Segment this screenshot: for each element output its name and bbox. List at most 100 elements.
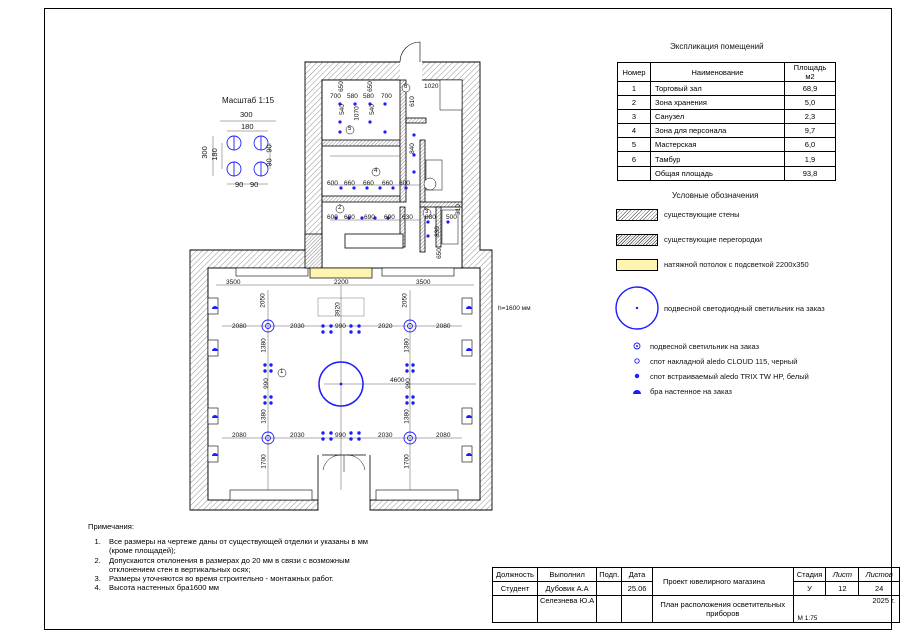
room-name: Мастерская: [650, 137, 785, 153]
room-number-markers: [277, 83, 432, 378]
dimension: 630: [402, 214, 413, 221]
stamp-header: Стадия: [792, 567, 827, 582]
dimension: 990: [404, 378, 412, 389]
room-no: 1: [617, 80, 651, 97]
legend-swatch-ceiling: [616, 259, 658, 271]
dimension: 600: [399, 180, 410, 187]
detail-dim: 300: [199, 146, 209, 159]
room-no: 2: [617, 95, 651, 111]
spot-detail: [226, 135, 269, 177]
dimension: 4600: [390, 377, 405, 384]
detail-dim: 90: [264, 158, 274, 167]
room-area: 5,0: [784, 95, 836, 111]
height-note: h=1600 мм: [498, 305, 531, 312]
stamp-header: Выполнил: [536, 567, 598, 582]
room-area: 2,3: [784, 109, 836, 125]
dimension: 660: [363, 180, 374, 187]
detail-dim: 180: [209, 148, 219, 161]
detail-dim: 90: [250, 180, 259, 189]
empty-cell: [492, 595, 538, 623]
room-no: 3: [617, 109, 651, 125]
scale-value: М 1:75: [797, 615, 818, 622]
table-header-row: Номер Наименование Площадь м2: [617, 62, 836, 82]
explication-title: Экспликация помещений: [670, 42, 764, 51]
dimension: 500: [446, 214, 457, 221]
partitions: [304, 79, 463, 269]
legend-symbols: [615, 286, 659, 394]
dimension: 1700: [260, 454, 268, 469]
note-item: Допускаются отклонения в размерах до 20 …: [103, 556, 379, 574]
date-value: 25.06: [621, 581, 653, 596]
drawing-name: План расположения осветительных приборов: [651, 595, 794, 623]
dimension: 540: [368, 104, 376, 115]
dimension: 690: [344, 214, 355, 221]
legend-label: подвесной светильник на заказ: [650, 342, 760, 351]
room-name: Тамбур: [650, 151, 785, 167]
note-item: Высота настенных бра1600 мм: [103, 583, 379, 592]
dimension: 3500: [416, 279, 431, 286]
room-name: Торговый зал: [650, 80, 785, 97]
dimension: 2080: [436, 323, 451, 330]
author-name: Дубовик А.А: [536, 581, 598, 596]
room-number: 6: [404, 84, 408, 90]
notes-title: Примечания:: [88, 522, 134, 531]
wall-sconces: [212, 306, 472, 456]
stretch-ceiling: [309, 267, 373, 279]
stamp-header: Дата: [621, 567, 653, 582]
room-name: Общая площадь: [650, 165, 785, 181]
dimension: 650: [366, 81, 374, 92]
drawing-frame: [44, 8, 892, 630]
dimension: 700: [381, 93, 392, 100]
dimension: 600: [327, 180, 338, 187]
room-no: 5: [617, 137, 651, 153]
room-name: Санузел: [650, 109, 785, 125]
year-scale-cell: 2025 г. М 1:75: [792, 595, 900, 623]
dimension: 2030: [378, 432, 393, 439]
title-block: Должность Выполнил Подп. Дата Проект юве…: [492, 567, 900, 623]
room-name: Зона для персонала: [650, 123, 785, 139]
stamp-header: Подп.: [596, 567, 623, 582]
dimension: 3500: [226, 279, 241, 286]
column-header: Номер: [617, 62, 651, 82]
room-number: 3: [425, 209, 429, 215]
dimension: 690: [384, 214, 395, 221]
room-area: 9,7: [784, 123, 836, 139]
dimension: 610: [408, 96, 416, 107]
dimension: 650: [337, 81, 345, 92]
room-number: 1: [280, 369, 284, 375]
dimension: 3920: [334, 302, 342, 317]
dimension: 650: [435, 248, 443, 259]
legend-swatch-walls: [616, 209, 658, 221]
year-value: 2025 г.: [872, 596, 895, 605]
dimension: 1380: [260, 409, 268, 424]
dimension: 1700: [403, 454, 411, 469]
column-header: Площадь м2: [784, 62, 836, 82]
checker-name: Селезнева Ю.А: [536, 595, 598, 623]
dimension: 1020: [424, 83, 439, 90]
room-number: 5: [348, 126, 352, 132]
room-number: 4: [374, 168, 378, 174]
dimension: 2050: [401, 293, 409, 308]
note-item: Все размеры на чертеже даны от существую…: [103, 537, 379, 555]
stamp-header: Листов: [858, 567, 900, 582]
dimension: 540: [338, 104, 346, 115]
dimension: 660: [344, 180, 355, 187]
room-area: 68,9: [784, 80, 836, 97]
dimension: 2050: [259, 293, 267, 308]
dimension: 690: [364, 214, 375, 221]
spot-detail-dims: [212, 120, 276, 185]
dimension: 2030: [290, 432, 305, 439]
dimension: 2020: [378, 323, 393, 330]
dimension: 990: [262, 378, 270, 389]
dimension: 990: [335, 432, 346, 439]
legend-title: Условные обозначения: [672, 191, 759, 200]
scale-label: Масштаб 1:15: [222, 96, 275, 105]
room-number: 2: [338, 205, 342, 211]
